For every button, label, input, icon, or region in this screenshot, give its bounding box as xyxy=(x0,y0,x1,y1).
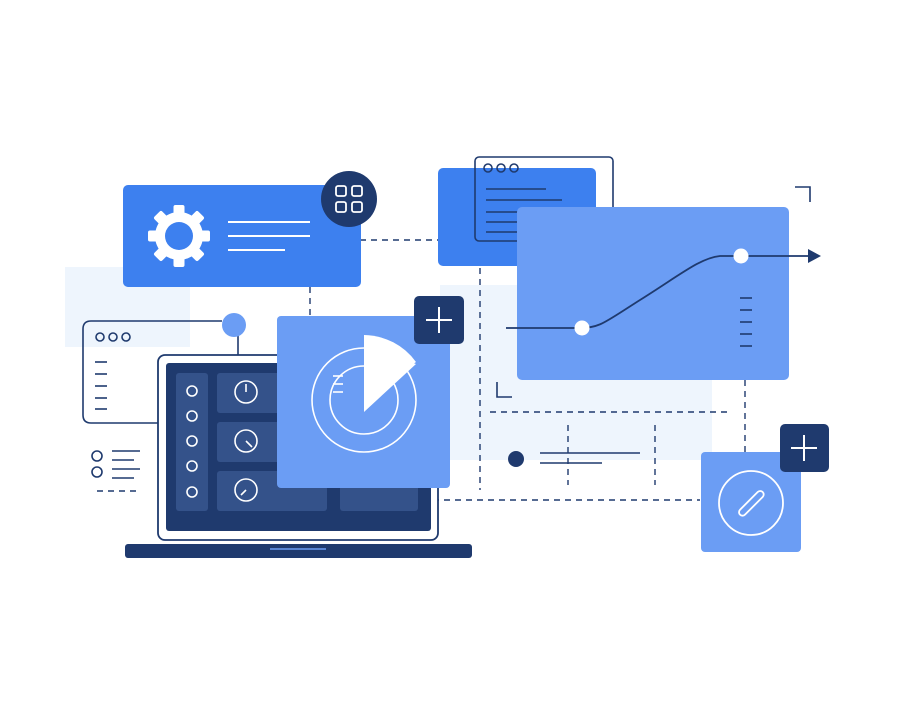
laptop-sidebar xyxy=(176,373,208,511)
window-dots-icon xyxy=(95,332,131,342)
settings-text-lines xyxy=(228,221,310,251)
line-graph-panel[interactable] xyxy=(506,207,821,380)
timeline-marker xyxy=(508,451,640,467)
pie-chart-icon xyxy=(311,335,417,453)
window-dots-icon xyxy=(483,163,519,173)
app-grid-icon xyxy=(335,185,363,213)
side-window[interactable] xyxy=(82,320,222,424)
add-dial-button[interactable] xyxy=(780,424,829,472)
line-graph-icon xyxy=(506,248,821,336)
gauge-dial-icon xyxy=(234,380,258,502)
plus-icon xyxy=(426,307,452,333)
pie-legend-lines xyxy=(333,375,343,393)
plus-icon xyxy=(791,435,817,461)
pie-chart-card[interactable] xyxy=(277,316,450,488)
app-grid-button[interactable] xyxy=(321,171,377,227)
corner-bracket-top-right xyxy=(795,186,811,202)
graph-scale-lines xyxy=(740,297,752,347)
corner-bracket-bottom-left xyxy=(496,382,512,398)
laptop-base xyxy=(125,544,472,558)
add-chart-button[interactable] xyxy=(414,296,464,344)
gear-icon xyxy=(148,205,210,267)
dial-card[interactable] xyxy=(701,452,801,552)
radio-list xyxy=(91,450,140,479)
settings-card[interactable] xyxy=(123,185,361,287)
gauge-dial-icon xyxy=(718,470,784,536)
side-window-lines xyxy=(95,361,107,410)
connector-node xyxy=(222,313,246,337)
dashed-connectors xyxy=(97,239,746,501)
